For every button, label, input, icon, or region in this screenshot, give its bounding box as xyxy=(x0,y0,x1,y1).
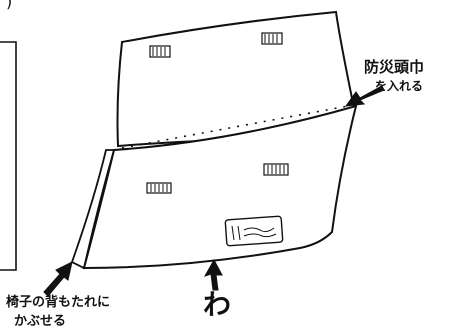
back-label-right xyxy=(261,32,283,45)
annotation-hood-insert-1: 防災頭巾 xyxy=(364,58,425,76)
name-tag xyxy=(224,215,284,247)
arrow-icon xyxy=(203,258,223,291)
front-label-right xyxy=(263,163,289,176)
front-label-left xyxy=(146,182,172,194)
leftover-paren: ) xyxy=(6,0,13,11)
cover-front-panel xyxy=(82,104,358,270)
annotation-chair-back-2: かぶせる xyxy=(14,314,67,329)
opening-dotted-line xyxy=(121,105,349,149)
arrow-icon xyxy=(43,261,73,297)
annotation-fold-loop: わ xyxy=(203,288,232,321)
arrow-icon xyxy=(344,85,385,107)
back-label-left xyxy=(149,45,171,58)
neighbor-panel-frame xyxy=(0,41,17,271)
annotation-hood-insert-2: を入れる xyxy=(375,79,424,93)
annotation-chair-back-1: 椅子の背もたれに xyxy=(6,295,111,310)
